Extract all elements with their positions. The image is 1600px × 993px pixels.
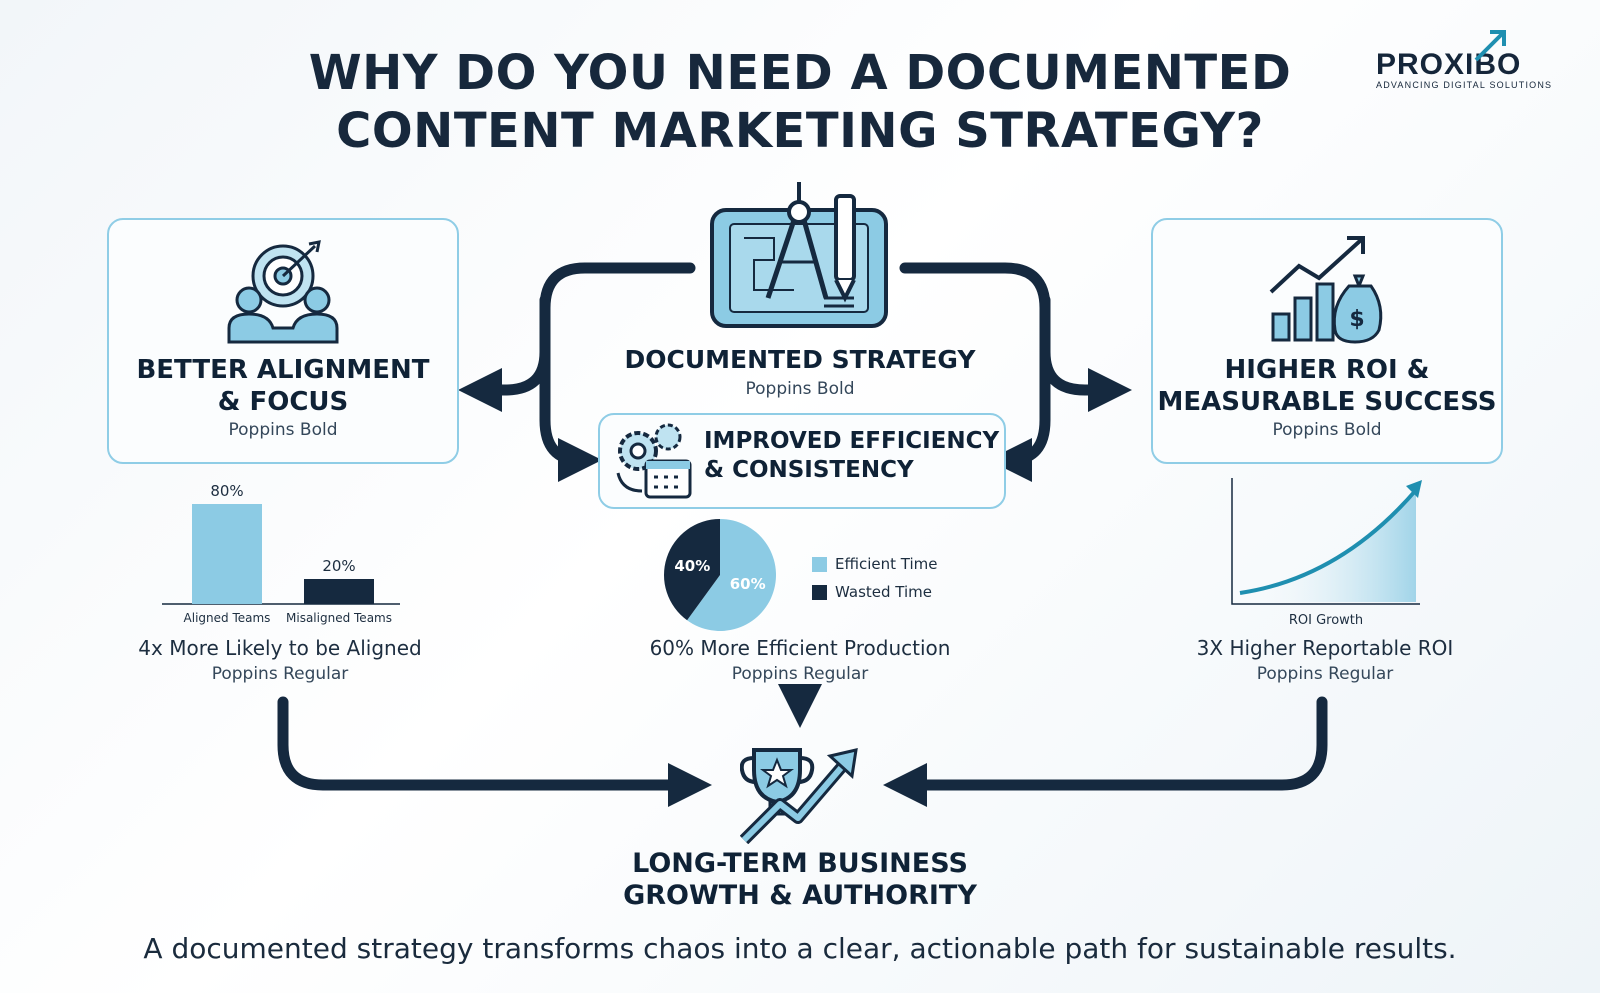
center-metric-headline: 60% More Efficient Production [649, 636, 951, 660]
arrow-up-right-icon [1474, 30, 1506, 62]
center-subtitle: Poppins Bold [745, 379, 855, 399]
roi-xlabel: ROI Growth [1289, 613, 1363, 628]
efficiency-pie-chart: 60% 40% [664, 519, 776, 631]
blueprint-compass-icon [710, 182, 888, 328]
arrow-left-to-outcome [277, 696, 712, 807]
legend-swatch [812, 584, 827, 600]
roi-growth-arrowhead [1406, 480, 1422, 498]
logo-name: PROXIBO [1376, 48, 1522, 81]
left-metric-subtitle: Poppins Regular [211, 664, 349, 684]
alignment-card-title: BETTER ALIGNMENT & FOCUS [136, 355, 430, 417]
pie-legend-item: Wasted Time [812, 578, 972, 606]
growth-moneybag-icon: $ [1269, 236, 1383, 344]
bar-0 [192, 504, 262, 604]
title-line-2: CONTENT MARKETING STRATEGY? [336, 103, 1264, 159]
roi-card-title: HIGHER ROI & MEASURABLE SUCCESS [1157, 355, 1497, 417]
footer-tagline: A documented strategy transforms chaos i… [143, 932, 1457, 965]
arrow-to-efficiency-left [539, 294, 602, 482]
roi-growth-line [1239, 488, 1418, 595]
center-title: DOCUMENTED STRATEGY [624, 345, 976, 374]
legend-label: Efficient Time [835, 555, 938, 573]
arrow-to-efficiency-right [988, 294, 1051, 482]
efficiency-card: IMPROVED EFFICIENCY & CONSISTENCY [598, 413, 1006, 509]
alignment-bar-chart: 80% Aligned Teams 20% Misaligned Teams [162, 482, 400, 625]
right-metric-headline: 3X Higher Reportable ROI [1196, 636, 1454, 660]
svg-text:$: $ [1349, 307, 1364, 332]
arrow-right-to-outcome [883, 696, 1328, 807]
roi-axes [1231, 478, 1420, 605]
gears-calendar-icon [616, 423, 692, 499]
bar-value-label: 20% [322, 557, 355, 575]
pie-value-label: 40% [674, 557, 710, 575]
legend-swatch [812, 556, 827, 572]
logo-tagline: ADVANCING DIGITAL SOLUTIONS [1376, 80, 1553, 90]
alignment-card: BETTER ALIGNMENT & FOCUS Poppins Bold [107, 218, 459, 464]
roi-area-fill [1240, 490, 1416, 602]
team-target-icon [227, 240, 339, 344]
efficiency-card-title: IMPROVED EFFICIENCY & CONSISTENCY [704, 428, 1000, 483]
brand-logo: PROXIBO ADVANCING DIGITAL SOLUTIONS [1376, 30, 1576, 90]
center-metric-subtitle: Poppins Regular [731, 664, 869, 684]
outcome-title: LONG-TERM BUSINESS GROWTH & AUTHORITY [623, 848, 977, 911]
roi-card-subtitle: Poppins Bold [1272, 420, 1382, 440]
alignment-card-subtitle: Poppins Bold [228, 420, 338, 440]
bar-value-label: 80% [210, 482, 243, 500]
left-metric-headline: 4x More Likely to be Aligned [138, 636, 422, 660]
bar-category-label: Aligned Teams [184, 611, 271, 625]
pie-legend-item: Efficient Time [812, 550, 972, 578]
trophy-growth-icon [740, 748, 858, 844]
pie-slice-1 [664, 519, 720, 621]
bar-1 [304, 579, 374, 604]
pie-slice-0 [687, 519, 776, 631]
title-line-1: WHY DO YOU NEED A DOCUMENTED [308, 45, 1292, 101]
roi-card: $ HIGHER ROI & MEASURABLE SUCCESS Poppin… [1151, 218, 1503, 464]
right-metric-subtitle: Poppins Regular [1256, 664, 1394, 684]
pie-value-label: 60% [730, 575, 766, 593]
roi-growth-chart: ROI Growth [1231, 478, 1422, 628]
bar-category-label: Misaligned Teams [286, 611, 392, 625]
legend-label: Wasted Time [835, 583, 932, 601]
page-title: WHY DO YOU NEED A DOCUMENTED CONTENT MAR… [0, 44, 1600, 160]
